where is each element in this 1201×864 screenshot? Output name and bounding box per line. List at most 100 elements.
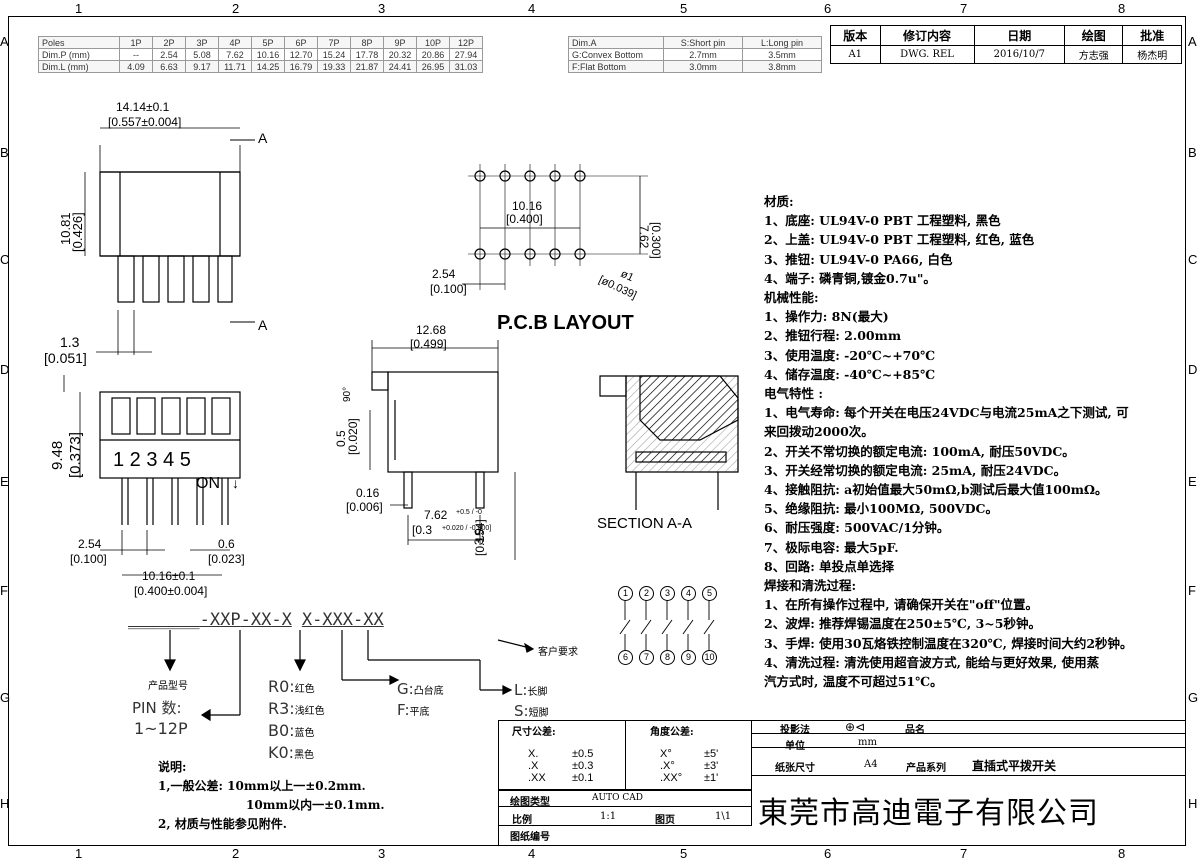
zone-col-top: 7 bbox=[960, 1, 968, 16]
drawing-type-label: 绘图类型 bbox=[510, 797, 550, 808]
zone-row-left: E bbox=[0, 474, 9, 489]
spec-line: 2、开关不常切换的额定电流: 100mA, 耐压50VDC。 bbox=[764, 443, 1075, 459]
spec-line: 4、储存温度: -40℃~+85℃ bbox=[764, 366, 936, 382]
spec-line: 2、上盖: UL94V-0 PBT 工程塑料, 红色, 蓝色 bbox=[764, 232, 1035, 248]
spec-line: 7、极际电容: 最大5pF. bbox=[764, 539, 899, 555]
part-code-segment: _______ bbox=[128, 610, 200, 630]
option-code: G: bbox=[397, 680, 414, 698]
option-row: R0:红色 bbox=[268, 677, 325, 699]
circuit-number: 1 bbox=[618, 586, 633, 601]
dim-angle: 90° bbox=[342, 387, 353, 402]
table-cell: 方志强 bbox=[1063, 45, 1124, 64]
product-model-label: 产品型号 bbox=[148, 681, 188, 692]
switch-numbers: 1 2 3 4 5 bbox=[113, 449, 191, 471]
projection-label: 投影法 bbox=[780, 725, 810, 736]
zone-row-left: A bbox=[0, 34, 9, 49]
title-block bbox=[498, 720, 1186, 846]
dim-top-width-in: [0.557±0.004] bbox=[108, 115, 181, 129]
spec-line: 3、使用温度: -20℃~+70℃ bbox=[764, 347, 936, 363]
notes: 说明: 1,一般公差: 10mm以上一±0.2mm. 10mm以内一±0.1mm… bbox=[158, 758, 385, 834]
page-label: 图页 bbox=[655, 815, 675, 826]
page-value: 1\1 bbox=[715, 811, 732, 822]
spec-line: 汽方式时, 温度不可超过51℃。 bbox=[764, 674, 943, 690]
tb-angle-cell bbox=[626, 720, 752, 790]
series-label: 产品系列 bbox=[906, 763, 946, 774]
spec-heading: 材质: bbox=[764, 194, 794, 209]
dim-side-thickness: 0.5 bbox=[334, 430, 348, 447]
drawing-type-value: AUTO CAD bbox=[592, 793, 643, 803]
part-code-segment: -XXX bbox=[312, 610, 354, 630]
dim-height-in: [0.426] bbox=[70, 212, 85, 252]
section-aa-label: SECTION A-A bbox=[597, 515, 692, 532]
circuit-number: 9 bbox=[681, 650, 696, 665]
zone-col-bottom: 8 bbox=[1118, 846, 1126, 861]
specifications: 材质: 1、底座: UL94V-0 PBT 工程塑料, 黑色 2、上盖: UL94V… bbox=[764, 192, 1133, 691]
dim-top-width: 14.14±0.1 bbox=[116, 100, 170, 114]
customer-requirement: 客户要求 bbox=[538, 647, 578, 658]
dim-height: 10.81 bbox=[58, 212, 73, 245]
on-arrow: ↓ bbox=[232, 475, 239, 491]
table-cell: 6.63 bbox=[152, 60, 186, 73]
unit-value: mm bbox=[858, 737, 877, 748]
tol-row: .XX° ±1' bbox=[660, 772, 718, 784]
zone-row-left: D bbox=[0, 362, 10, 377]
pin-length-options: L:长脚 S:短脚 bbox=[514, 681, 549, 723]
zone-row-left: H bbox=[0, 796, 10, 811]
tb-drawtype bbox=[498, 790, 752, 807]
option-code: R0: bbox=[268, 677, 295, 696]
tol-key: .XX° bbox=[660, 772, 683, 784]
note-3: 2, 材质与性能参见附件. bbox=[158, 817, 287, 831]
dim-pin-width: 0.6 bbox=[218, 537, 235, 551]
option-name: 黑色 bbox=[294, 750, 315, 761]
zone-row-left: F bbox=[0, 583, 8, 598]
tol-val: ±1' bbox=[704, 772, 719, 784]
tol-val: ±3' bbox=[704, 760, 719, 772]
zone-col-top: 1 bbox=[75, 1, 83, 16]
spec-line: 1、底座: UL94V-0 PBT 工程塑料, 黑色 bbox=[764, 213, 1001, 229]
part-code-segment: -X bbox=[271, 610, 292, 630]
spec-heading: 机械性能: bbox=[764, 290, 819, 306]
option-code: F: bbox=[397, 701, 410, 719]
pin-count-label: PIN 数: bbox=[132, 699, 182, 717]
spec-heading: 焊接和清洗过程: bbox=[764, 578, 857, 594]
circuit-number: 4 bbox=[681, 586, 696, 601]
tol-key: .XX bbox=[528, 772, 546, 784]
dim-body-height: 9.48 bbox=[49, 441, 66, 470]
table-header: 日期 bbox=[973, 25, 1066, 46]
projection-symbol-icon: ⊕⊲ bbox=[845, 720, 866, 734]
dim-pcb-width-in: [0.400] bbox=[506, 212, 543, 226]
part-name-label: 品名 bbox=[905, 725, 925, 736]
tol-key: X° bbox=[660, 748, 672, 760]
zone-row-right: F bbox=[1188, 583, 1196, 598]
option-code: L: bbox=[514, 681, 528, 699]
tb-tol-cell bbox=[498, 720, 626, 790]
option-row: S:短脚 bbox=[514, 702, 549, 723]
dim-span: 10.16±0.1 bbox=[142, 569, 196, 583]
tol-key: X. bbox=[528, 748, 539, 760]
option-name: 长脚 bbox=[527, 687, 548, 698]
zone-col-top: 4 bbox=[528, 1, 536, 16]
spec-heading: 电气特性 : bbox=[764, 386, 823, 402]
section-view bbox=[599, 375, 739, 510]
spec-line: 来回拨动2000次。 bbox=[764, 424, 874, 440]
tol-val: ±0.5 bbox=[572, 748, 594, 760]
zone-col-top: 5 bbox=[680, 1, 688, 16]
part-code-segment: -XXP bbox=[199, 610, 241, 630]
tol-row: .XX±0.1 bbox=[528, 772, 593, 784]
table-cell: 31.03 bbox=[449, 60, 483, 73]
option-row: F:平底 bbox=[397, 701, 444, 722]
table-cell: 杨杰明 bbox=[1122, 45, 1182, 64]
spec-line: 8、回路: 单投点单选择 bbox=[764, 558, 895, 574]
tb-row3 bbox=[752, 748, 1186, 776]
dim-side-row-in-tol: +0.020 / -0.000] bbox=[442, 525, 491, 532]
dim-pcb-pitch-in: [0.100] bbox=[430, 282, 467, 296]
series-value: 直插式平拨开关 bbox=[972, 759, 1057, 773]
circuit-number: 8 bbox=[660, 650, 675, 665]
zone-col-bottom: 5 bbox=[680, 846, 688, 861]
on-label: ON bbox=[196, 475, 220, 492]
circuit-number: 2 bbox=[639, 586, 654, 601]
